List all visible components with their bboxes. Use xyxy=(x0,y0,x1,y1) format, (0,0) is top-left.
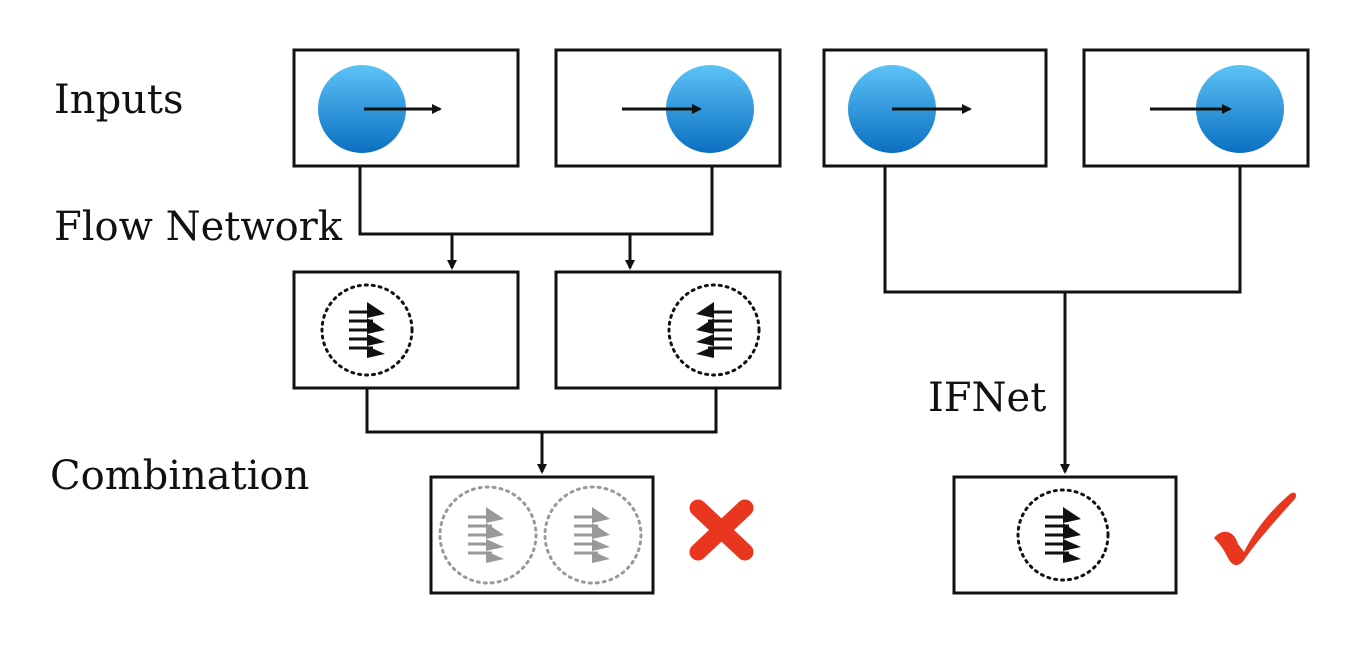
check-icon xyxy=(1214,492,1297,566)
flow-circle-icon xyxy=(667,283,761,377)
flow-network-connector xyxy=(358,166,714,270)
ifnet-label: IFNet xyxy=(928,375,1047,421)
flow-circle-icon xyxy=(320,283,414,377)
faded-flow-circle-icon xyxy=(438,485,538,585)
combination-connector xyxy=(365,388,718,474)
flow-network-label: Flow Network xyxy=(54,204,343,250)
ifnet-connector xyxy=(883,166,1242,474)
ball-icon xyxy=(666,65,754,153)
input-frame-3 xyxy=(822,48,1048,168)
flow-panel-backward xyxy=(554,270,782,390)
flow-panel-forward xyxy=(292,270,520,390)
input-frame-2 xyxy=(554,48,782,168)
input-frame-4 xyxy=(1082,48,1310,168)
ifnet-result xyxy=(952,475,1178,595)
inputs-label: Inputs xyxy=(54,77,184,123)
combination-label: Combination xyxy=(50,453,310,499)
combination-result xyxy=(429,475,655,595)
ball-icon xyxy=(318,65,406,153)
ball-icon xyxy=(1196,65,1284,153)
faded-flow-circle-icon xyxy=(543,485,643,585)
input-frame-1 xyxy=(292,48,520,168)
flow-circle-icon xyxy=(1016,488,1110,582)
cross-icon xyxy=(689,499,754,561)
